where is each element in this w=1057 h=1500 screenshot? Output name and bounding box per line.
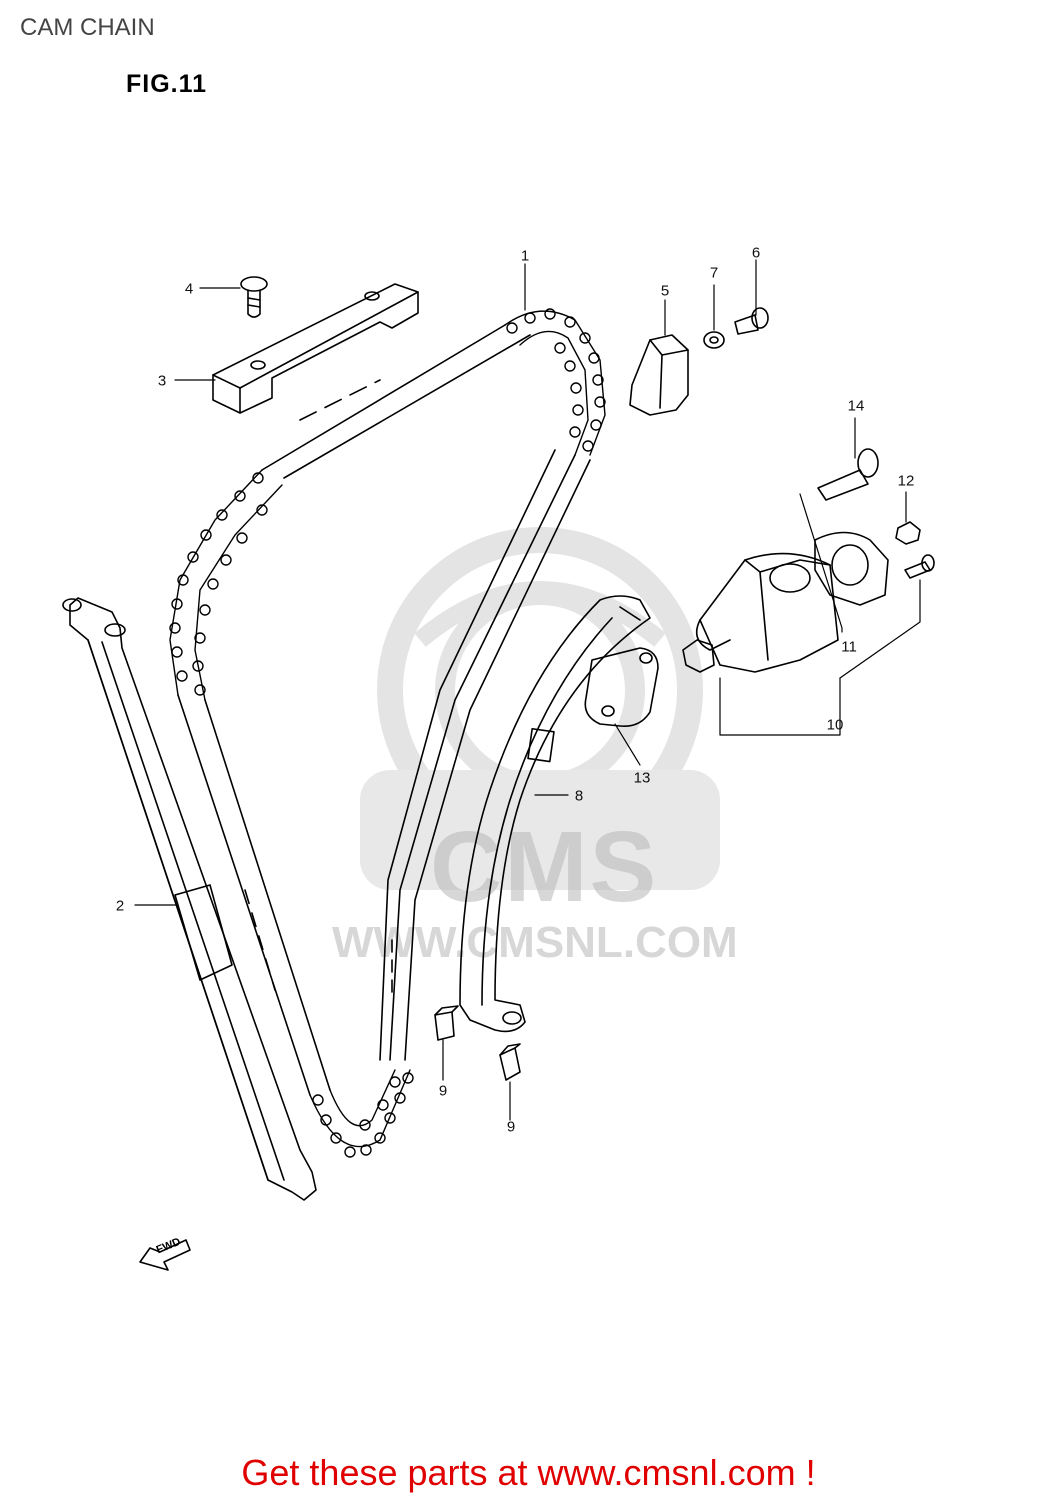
part-bolt-small (904, 554, 935, 579)
part-2-front-guide (62, 597, 317, 1201)
part-11-gasket (814, 531, 889, 606)
callout-14: 14 (847, 397, 865, 415)
callout-1: 1 (520, 247, 530, 265)
callout-7: 7 (709, 264, 719, 282)
part-13-gasket (584, 647, 659, 728)
part-6-bolt (734, 307, 769, 335)
part-12-plug (895, 521, 921, 545)
callout-10: 10 (826, 716, 844, 734)
callout-6: 6 (751, 244, 761, 262)
callout-3: 3 (157, 372, 167, 390)
callout-4: 4 (184, 280, 194, 298)
callout-8: 8 (574, 787, 584, 805)
callout-11: 11 (841, 638, 857, 656)
callout-12: 12 (897, 472, 915, 490)
part-9-damper-b (499, 1043, 521, 1081)
watermark-brand: CMS (430, 811, 659, 923)
callout-9b: 9 (506, 1118, 516, 1136)
callout-13: 13 (633, 769, 651, 787)
footer-promo-link[interactable]: Get these parts at www.cmsnl.com ! (241, 1452, 816, 1493)
part-8-tensioner-guide (459, 595, 651, 1033)
part-3-upper-guide (212, 283, 419, 414)
callout-2: 2 (115, 897, 125, 915)
part-14-bolt (817, 448, 879, 501)
fwd-arrow-icon (139, 1239, 191, 1271)
part-5-block (629, 334, 689, 416)
callout-9a: 9 (438, 1082, 448, 1100)
part-4-screw (240, 276, 268, 318)
callout-5: 5 (660, 282, 670, 300)
page-title: CAM CHAIN (20, 14, 155, 41)
part-9-damper-a (434, 1005, 459, 1041)
part-7-washer (703, 331, 725, 349)
part-10-tensioner-assembly (682, 552, 839, 673)
part-1-cam-chain (169, 308, 606, 1158)
figure-label: FIG.11 (126, 70, 208, 98)
watermark-url: WWW.CMSNL.COM (332, 918, 738, 967)
